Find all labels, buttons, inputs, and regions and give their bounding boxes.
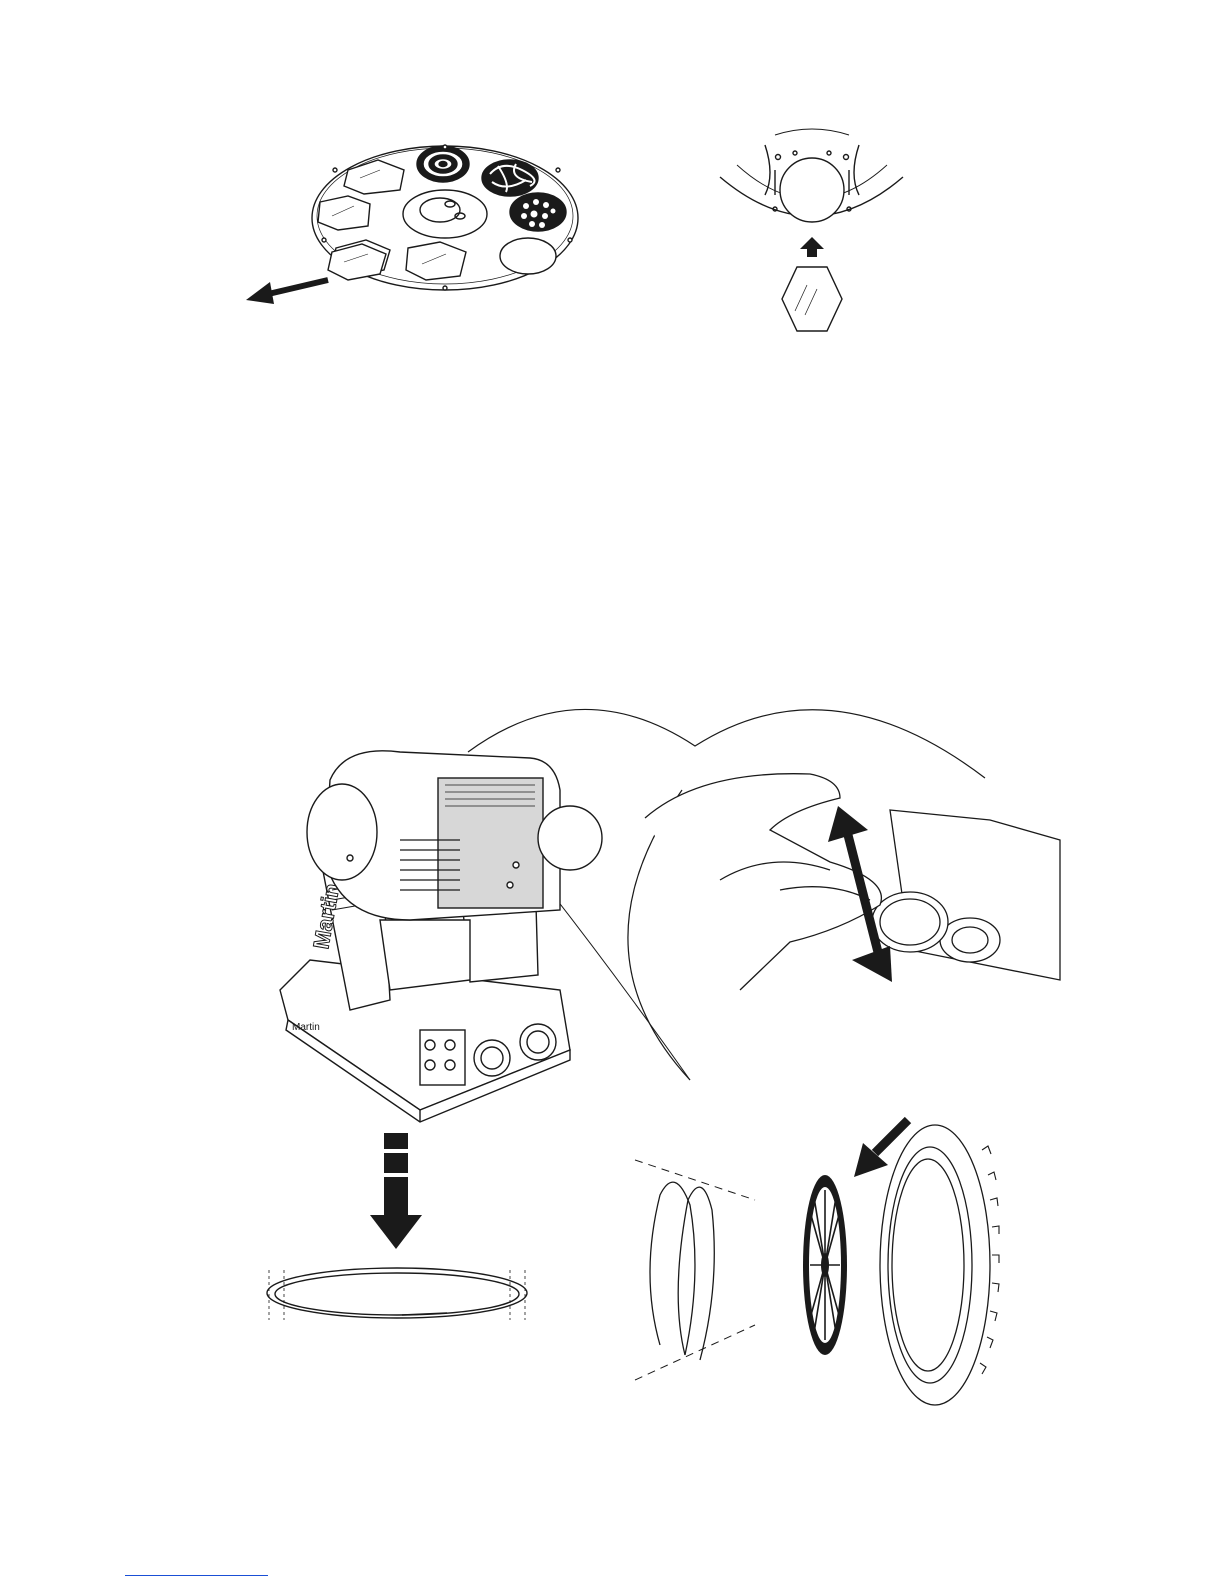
- open-gobo: [500, 238, 556, 274]
- gobo-slot-drawing: [715, 125, 910, 340]
- gobo-disc: [803, 1175, 847, 1355]
- fixture-head: [307, 751, 602, 920]
- magnify-circle: [538, 806, 602, 870]
- gobo-wheel-drawing: [240, 130, 600, 310]
- fixture-figure: Martin Martin: [270, 690, 1070, 1130]
- magnified-detail: [645, 774, 1060, 990]
- gobo-slot-figure: [715, 125, 910, 340]
- base-brand-mark: Martin: [292, 1022, 320, 1033]
- arrow-down-icon: [370, 1133, 422, 1249]
- gear-ring: [880, 1125, 999, 1405]
- glass-filter: [318, 196, 370, 230]
- head-open-panel: [438, 778, 543, 908]
- dot-gobo: [510, 193, 566, 231]
- retaining-ring-figure: [262, 1125, 537, 1330]
- wheel-hub: [403, 190, 487, 238]
- footer-link-underline[interactable]: [125, 1575, 268, 1576]
- gobo-wheel-figure: [240, 130, 600, 310]
- gobo-assembly-figure: [630, 1115, 1010, 1410]
- retaining-ring: [267, 1268, 527, 1318]
- retaining-ring-drawing: [262, 1125, 537, 1330]
- arrow-up-icon: [800, 237, 824, 257]
- hand-outline: [645, 774, 881, 990]
- spring-clip: [650, 1182, 714, 1360]
- gobo-assembly-drawing: [630, 1115, 1010, 1410]
- arrow-left-icon: [246, 280, 328, 304]
- gobo-aperture: [780, 158, 844, 222]
- fixture-drawing: Martin Martin: [270, 690, 1070, 1130]
